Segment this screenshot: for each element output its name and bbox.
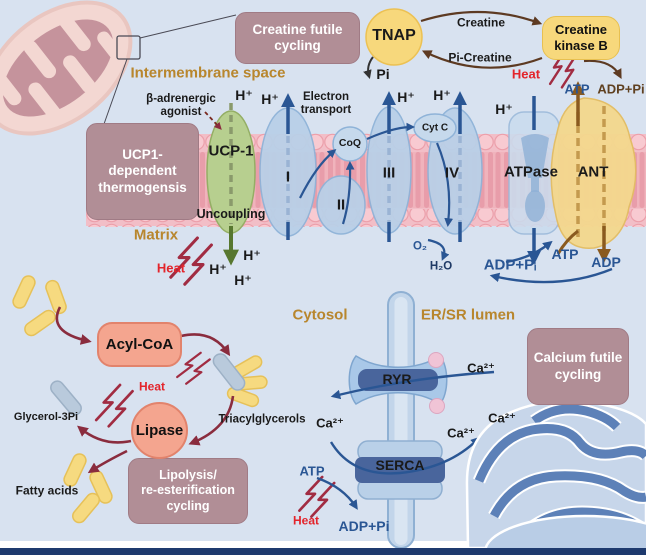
atp-matrix-label: ATP (551, 246, 579, 263)
ca2-label: Ca²⁺ (316, 415, 344, 431)
uncoupling-label: Uncoupling (196, 207, 266, 221)
complex-iv-label: IV (444, 164, 460, 182)
glycerol-3pi-label: Glycerol-3Pi (13, 410, 79, 423)
h-plus-label: H⁺ (433, 87, 451, 104)
atpase-shape (508, 111, 560, 235)
heat-label-creatine: Heat (511, 66, 541, 82)
ucp1-label: UCP-1 (208, 142, 254, 160)
h-plus-label: H⁺ (397, 89, 415, 106)
calcium-arrows (316, 370, 495, 510)
ucp1-thermogenesis-box: UCP1- dependent thermogensis (86, 123, 199, 220)
atp-label-ims: ATP (564, 81, 590, 97)
creatine-cycle-arrows (363, 10, 622, 79)
zoom-callout (103, 14, 237, 125)
adp-matrix-label: ADP (591, 254, 621, 271)
complex-iii-label: III (382, 164, 396, 182)
h2o-label: H₂O (429, 260, 453, 273)
adp-pi-matrix-label: ADP+Pᵢ (483, 256, 537, 274)
coq-label: CoQ (338, 137, 362, 150)
fatty-acids-label: Fatty acids (15, 483, 79, 498)
heat-label-serca: Heat (292, 513, 320, 528)
serca-pump (355, 440, 445, 500)
creatine-kinase-b-box: Creatine kinase B (542, 16, 620, 60)
mitochondrion-illustration (0, 0, 133, 136)
bottom-white-strip (0, 541, 646, 548)
atp-cycle-arrows (489, 240, 613, 284)
ca2-label: Ca²⁺ (488, 410, 516, 426)
atp-label-serca: ATP (299, 463, 325, 479)
ca2-label: Ca²⁺ (467, 360, 495, 376)
triacylglycerols-label: Triacylglycerols (218, 413, 306, 426)
beta-adrenergic-agonist-label: β-adrenergic agonist (146, 93, 216, 118)
h-plus-label: H⁺ (234, 272, 252, 289)
beta-agonist-arrow (204, 111, 222, 130)
o2-label: O₂ (412, 240, 428, 253)
ant-shape (550, 97, 637, 249)
adp-pi-label-ims: ADP+Pi (597, 81, 645, 97)
fatty-acid-rods (12, 275, 268, 524)
h-plus-label: H⁺ (235, 87, 253, 104)
creatine-label: Creatine (456, 15, 506, 30)
pi-label: Pi (376, 66, 390, 83)
h-plus-label: H⁺ (261, 91, 279, 108)
ca2-label: Ca²⁺ (447, 425, 475, 441)
atpase-label: ATPase (504, 163, 558, 181)
cyt-c-label: Cyt C (421, 122, 449, 134)
tnap-circle (365, 8, 423, 66)
serca-label: SERCA (375, 457, 425, 474)
er-sr-membrane (387, 291, 415, 549)
electron-transport-label: Electron transport (300, 91, 352, 116)
ryr-label: RYR (382, 371, 412, 388)
h-plus-label: H⁺ (495, 101, 513, 118)
complex-i-label: I (285, 168, 291, 186)
glycerol-rod (50, 380, 82, 416)
h-plus-label: H⁺ (209, 261, 227, 278)
adp-pi-label-serca: ADP+Pi (338, 518, 390, 535)
triacylglycerol-molecule (212, 353, 268, 408)
intermembrane-space-label: Intermembrane space (130, 64, 286, 82)
er-organelle (465, 399, 646, 555)
proton-arrows (223, 81, 611, 266)
matrix-label: Matrix (133, 226, 179, 244)
heat-label-matrix: Heat (156, 260, 186, 276)
h-plus-label: H⁺ (243, 247, 261, 264)
tnap-label: TNAP (372, 27, 416, 45)
complex-ii-label: II (336, 196, 346, 214)
ant-label: ANT (577, 163, 609, 181)
electron-flow-arrows (299, 122, 454, 261)
bottom-bar (0, 548, 646, 555)
calcium-futile-cycling-box: Calcium futile cycling (527, 328, 629, 405)
acyl-coa-node: Acyl-CoA (97, 322, 182, 367)
lipolysis-cycling-box: Lipolysis/ re-esterification cycling (128, 458, 248, 524)
cytosol-label: Cytosol (292, 306, 348, 324)
pi-creatine-label: Pi-Creatine (448, 50, 512, 65)
lipase-node: Lipase (131, 402, 188, 459)
heat-label-lipolysis: Heat (138, 379, 166, 394)
creatine-futile-cycling-box: Creatine futile cycling (235, 12, 360, 64)
lipolysis-arrows (55, 306, 235, 474)
er-sr-lumen-label: ER/SR lumen (420, 306, 516, 324)
complex-ii-shape (316, 175, 366, 235)
